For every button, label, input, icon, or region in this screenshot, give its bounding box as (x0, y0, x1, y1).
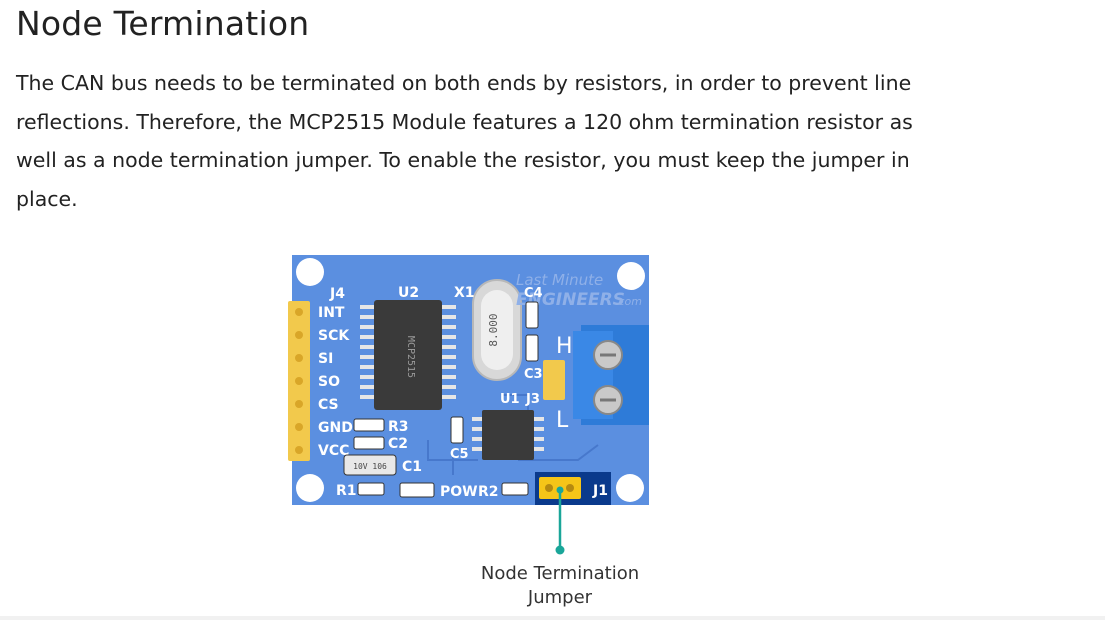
bottom-divider (0, 616, 1105, 620)
label-u2: U2 (398, 285, 419, 301)
label-c4: C4 (524, 286, 543, 301)
label-x1: X1 (454, 285, 475, 301)
body-paragraph: The CAN bus needs to be terminated on bo… (16, 71, 913, 211)
mount-hole-bottom-left (296, 474, 324, 502)
label-pow: POW (440, 484, 478, 500)
label-c5: C5 (450, 447, 469, 462)
label-j1: J1 (592, 483, 608, 499)
mcp2515-board-illustration: J4 INT SCK SI SO CS GND VCC (288, 255, 649, 555)
resistor-r1 (357, 482, 385, 496)
capacitor-c5 (450, 416, 464, 444)
header-pins (288, 301, 310, 461)
screw-terminal (573, 325, 649, 425)
callout-end-dot (555, 545, 565, 555)
pin-label-cs: CS (318, 397, 339, 413)
resistor-r2 (501, 482, 529, 496)
label-r1: R1 (336, 483, 357, 499)
caption-line-2: Jumper (527, 587, 593, 608)
pin-label-so: SO (318, 374, 340, 390)
label-l: L (556, 408, 569, 433)
watermark-line1: Last Minute (516, 271, 603, 289)
crystal-x1: 8.000 (472, 279, 522, 381)
termination-jumper-j1: J1 (535, 472, 611, 505)
pin-label-vcc: VCC (318, 443, 349, 459)
label-u1: U1 (500, 392, 520, 407)
module-figure: J4 INT SCK SI SO CS GND VCC (278, 245, 658, 615)
mount-hole-top-left (296, 258, 324, 286)
page-title: Node Termination (16, 4, 310, 43)
pin-label-si: SI (318, 351, 333, 367)
chip-marking: MCP2515 (405, 336, 416, 378)
header-j3 (543, 360, 565, 400)
label-c2: C2 (388, 436, 408, 452)
label-j3: J3 (525, 392, 540, 407)
transceiver-chip-u1 (472, 410, 544, 460)
label-c3: C3 (524, 367, 543, 382)
watermark-line2: ENGINEERS (516, 290, 625, 310)
label-r3: R3 (388, 419, 409, 435)
capacitor-c4 (525, 301, 539, 329)
svg-text:8.000: 8.000 (487, 313, 500, 346)
capacitor-c2 (353, 436, 385, 450)
resistor-r3 (353, 418, 385, 432)
capacitor-c1 (343, 454, 397, 476)
label-r2: R2 (478, 484, 499, 500)
mount-hole-top-right (617, 262, 645, 290)
pin-label-sck: SCK (318, 328, 350, 344)
callout-start-dot (556, 486, 564, 494)
mcp2515-chip: MCP2515 (360, 300, 456, 410)
label-j4: J4 (329, 286, 345, 302)
board-traces (427, 394, 599, 475)
mount-hole-bottom-right (616, 474, 644, 502)
label-h: H (556, 334, 573, 359)
pin-label-gnd: GND (318, 420, 353, 436)
pin-label-int: INT (318, 305, 345, 321)
label-c1: C1 (402, 459, 422, 475)
capacitor-c3 (525, 334, 539, 362)
capacitor-c1-marking: 10V 106 (353, 462, 387, 471)
caption-line-1: Node Termination (480, 563, 640, 584)
watermark-suffix: .com (615, 295, 642, 308)
figure-caption: Node Termination Jumper (440, 562, 680, 610)
led-pow (399, 482, 435, 498)
